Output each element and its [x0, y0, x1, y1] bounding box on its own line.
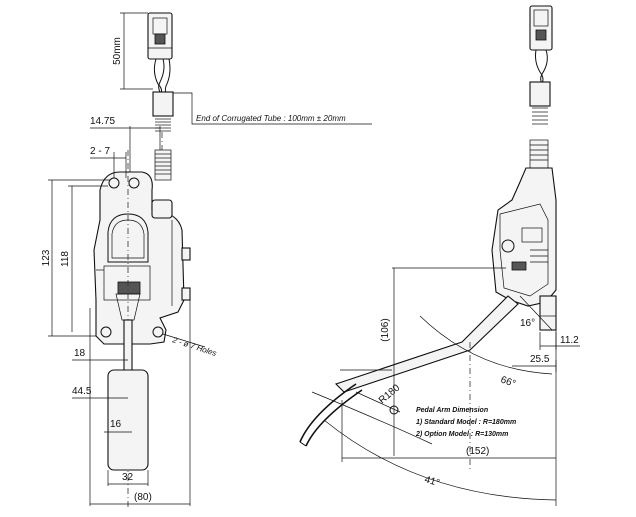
side-pedal-arm: [334, 295, 519, 393]
r180-marker: [389, 405, 399, 415]
dim-66-deg: 66°: [499, 374, 517, 390]
dim-14-75: 14.75: [90, 116, 115, 127]
dim-2-7: 2 - 7: [90, 146, 110, 157]
side-view-dimensions: (106) 16° 11.2 25.5 66° R180 Pedal Arm D…: [311, 267, 580, 506]
dim-50mm: 50mm: [112, 37, 123, 65]
dim-25-5: 25.5: [530, 354, 550, 365]
dim-41-deg: 41°: [423, 474, 441, 489]
side-corrugated-tube: [529, 81, 551, 107]
side-view: [299, 5, 557, 447]
mount-hole-bottom-left: [100, 326, 112, 338]
side-pedal-pad: [299, 383, 357, 443]
tube-end-note: End of Corrugated Tube : 100mm ± 20mm: [196, 114, 346, 123]
dim-118: 118: [60, 251, 71, 267]
side-connector-housing: [529, 5, 553, 51]
pedal-arm-title: Pedal Arm Dimension: [416, 407, 488, 414]
dim-152: (152): [466, 446, 489, 457]
pedal-pad: [107, 369, 149, 471]
dim-11-2: 11.2: [560, 335, 579, 346]
pedal-arm-option: 2) Option Model : R=130mm: [415, 431, 508, 438]
front-view-dimensions: 50mm End of Corrugated Tube : 100mm ± 20…: [41, 12, 372, 506]
wire-bundle: [153, 58, 163, 97]
side-pivot-hole: [501, 239, 515, 253]
front-view: [93, 12, 191, 510]
pedal-arm-standard: 1) Standard Model : R=180mm: [416, 419, 516, 426]
mount-hole-bottom-right: [152, 326, 164, 338]
corrugated-tube-upper: [152, 91, 174, 117]
corrugated-tube-lower: [154, 149, 172, 181]
pedal-arm-stem: [123, 319, 133, 373]
holes-note: 2 - ø 7 Holes: [170, 335, 217, 358]
dim-16-deg: 16°: [520, 318, 535, 329]
dim-80: (80): [134, 492, 152, 503]
dim-106: (106): [380, 318, 391, 341]
dim-32: 32: [122, 472, 134, 483]
dim-123: 123: [41, 249, 52, 266]
dim-r180: R180: [377, 382, 403, 406]
dim-18: 18: [74, 348, 86, 359]
body-window: [107, 213, 149, 263]
dim-16: 16: [110, 419, 122, 430]
dim-44-5: 44.5: [72, 386, 92, 397]
mount-hole-top-right: [128, 177, 140, 189]
